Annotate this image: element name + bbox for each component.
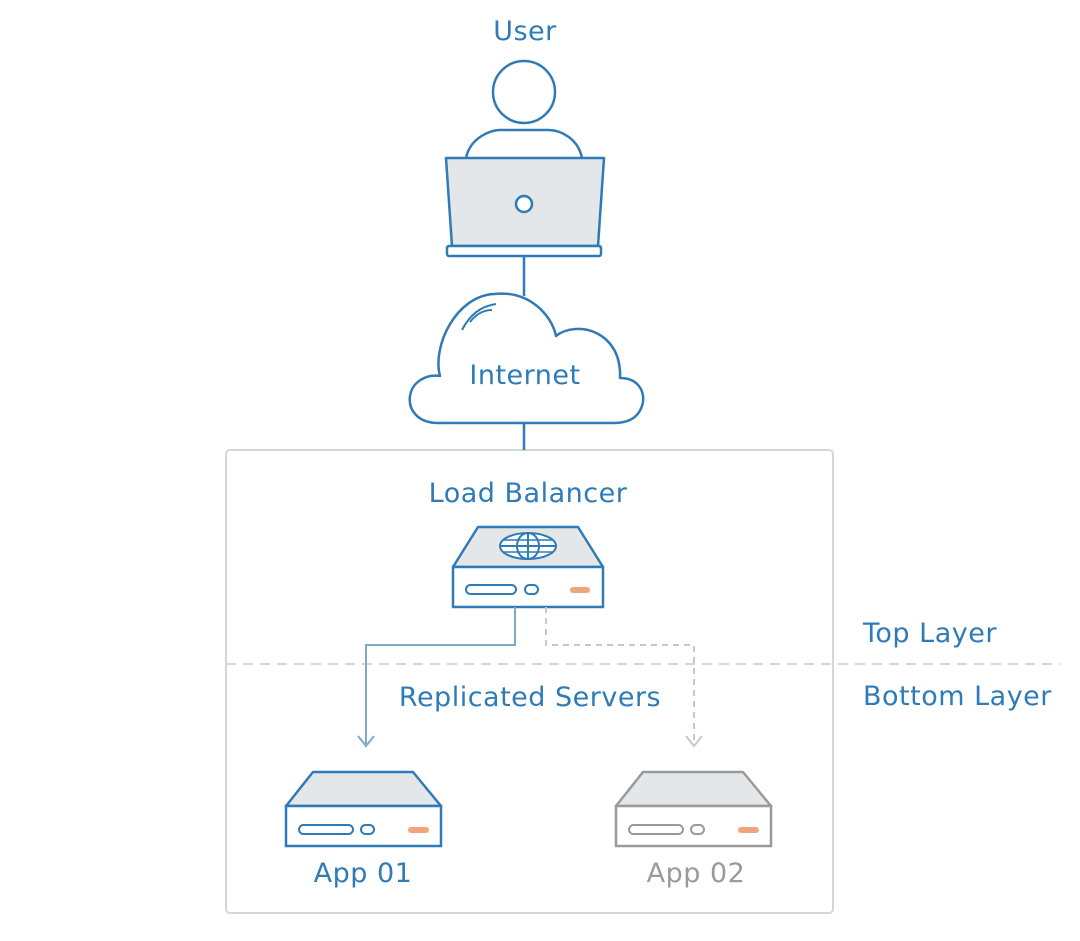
edge-loadbalancer-app01 bbox=[365, 607, 516, 744]
replicated-servers-label: Replicated Servers bbox=[399, 682, 661, 713]
app02-label: App 02 bbox=[647, 858, 746, 889]
user-label: User bbox=[493, 16, 557, 47]
app01-label: App 01 bbox=[314, 858, 413, 889]
server-group-frame bbox=[225, 449, 834, 914]
cloud-icon bbox=[408, 292, 645, 425]
top-layer-label: Top Layer bbox=[862, 618, 997, 649]
load-balancer-label: Load Balancer bbox=[429, 478, 628, 509]
user-with-laptop-icon bbox=[444, 59, 606, 258]
server-globe-icon bbox=[451, 525, 605, 609]
server-icon-app01 bbox=[284, 770, 443, 848]
internet-label: Internet bbox=[469, 360, 580, 391]
server-icon-app02 bbox=[614, 770, 773, 848]
bottom-layer-label: Bottom Layer bbox=[863, 681, 1052, 712]
edge-loadbalancer-app02 bbox=[545, 607, 695, 744]
arrowhead-app01 bbox=[357, 735, 375, 748]
arrowhead-app02 bbox=[685, 735, 703, 748]
